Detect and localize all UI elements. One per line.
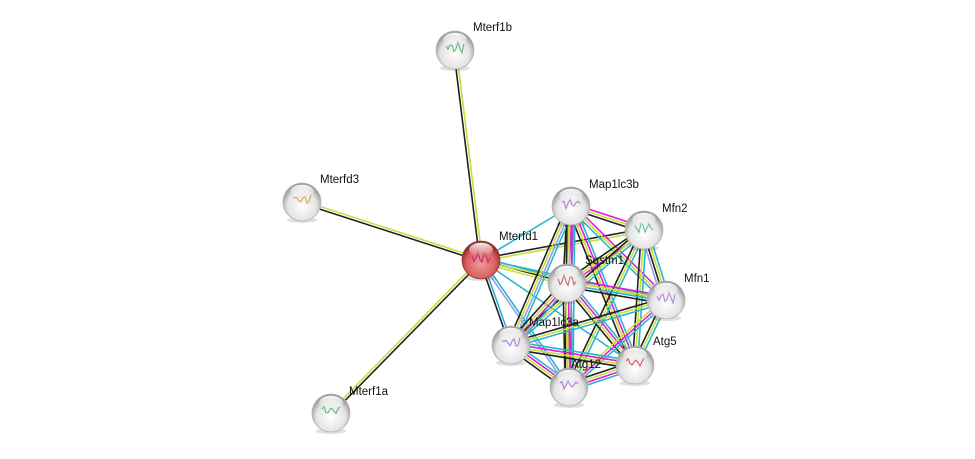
node-label: Sqstm1 <box>585 255 624 267</box>
node-sqstm1[interactable]: Sqstm1 <box>547 255 624 304</box>
edge-evidence-coexpression <box>300 202 482 263</box>
node-mterfd1[interactable]: Mterfd1 <box>461 231 538 281</box>
node-highlight <box>469 242 493 257</box>
edge-mfn1-map1lc3a[interactable] <box>509 296 668 349</box>
edge-map1lc3a-atg5[interactable] <box>509 340 637 370</box>
edge-map1lc3b-map1lc3a[interactable] <box>506 203 576 348</box>
node-map1lc3a[interactable]: Map1lc3a <box>491 317 579 366</box>
node-mterf1a[interactable]: Mterf1a <box>311 386 389 434</box>
protein-structure-icon <box>501 336 521 347</box>
edge-evidence-database <box>510 301 668 349</box>
node-label: Mterf1a <box>349 386 389 398</box>
protein-structure-icon <box>292 193 312 205</box>
protein-structure-icon <box>557 273 577 288</box>
node-highlight <box>557 369 581 384</box>
edge-evidence-database <box>510 340 637 362</box>
node-label: Atg5 <box>653 336 677 348</box>
protein-structure-icon <box>634 222 654 234</box>
edge-mterfd1-mterf1a[interactable] <box>329 258 483 415</box>
edge-evidence-coexpression <box>479 227 645 260</box>
node-label: Mfn2 <box>662 203 688 215</box>
node-atg5[interactable]: Atg5 <box>615 336 677 386</box>
edge-evidence-coexpression <box>509 296 667 344</box>
node-highlight <box>319 395 343 410</box>
node-label: Map1lc3b <box>589 179 639 191</box>
edge-evidence-textmining <box>509 204 571 346</box>
node-label: Mfn1 <box>684 273 710 285</box>
edge-evidence-homology <box>511 205 573 347</box>
edges-layer <box>300 49 671 415</box>
edge-evidence-database <box>568 207 665 303</box>
edge-evidence-textmining <box>480 230 646 263</box>
edge-mterfd1-mterfd3[interactable] <box>300 199 483 263</box>
node-mfn1[interactable]: Mfn1 <box>646 273 710 321</box>
node-label: Mterfd1 <box>499 231 538 243</box>
protein-structure-icon <box>471 250 491 265</box>
edge-mterfd1-mfn2[interactable] <box>479 227 646 263</box>
edge-evidence-coexpression <box>631 229 643 366</box>
node-highlight <box>654 282 678 297</box>
edge-evidence-database <box>570 230 648 389</box>
node-atg12[interactable]: Atg12 <box>549 359 601 408</box>
edge-mfn1-atg12[interactable] <box>566 297 669 390</box>
edge-mterfd1-mterf1b[interactable] <box>452 49 484 261</box>
node-highlight <box>555 265 579 280</box>
node-highlight <box>499 327 523 342</box>
node-highlight <box>290 184 314 199</box>
node-mfn2[interactable]: Mfn2 <box>624 203 688 251</box>
node-label: Atg12 <box>571 359 601 371</box>
protein-structure-icon <box>656 290 676 305</box>
node-mterf1b[interactable]: Mterf1b <box>435 22 512 71</box>
node-highlight <box>443 32 467 47</box>
edge-evidence-database <box>569 301 669 390</box>
edge-evidence-textmining <box>329 258 481 413</box>
edge-evidence-textmining <box>509 345 636 368</box>
edge-evidence-textmining <box>510 299 667 346</box>
node-map1lc3b[interactable]: Map1lc3b <box>551 179 639 227</box>
edge-evidence-coexpression <box>331 260 483 415</box>
edge-evidence-coexpression <box>452 49 481 261</box>
node-highlight <box>623 347 647 362</box>
node-highlight <box>559 188 583 203</box>
edge-evidence-textmining <box>455 49 484 261</box>
node-label: Mterf1b <box>473 22 512 34</box>
node-highlight <box>632 212 656 227</box>
edge-evidence-textmining <box>566 297 666 386</box>
edge-evidence-textmining <box>301 199 483 260</box>
node-label: Map1lc3a <box>529 317 579 329</box>
node-mterfd3[interactable]: Mterfd3 <box>282 174 359 223</box>
edge-evidence-experiments <box>510 342 637 365</box>
node-label: Mterfd3 <box>320 174 359 186</box>
edge-evidence-coexpression <box>506 203 569 345</box>
protein-structure-icon <box>445 40 465 55</box>
edge-evidence-coexpression <box>509 348 636 370</box>
edge-evidence-experiments <box>568 299 667 388</box>
